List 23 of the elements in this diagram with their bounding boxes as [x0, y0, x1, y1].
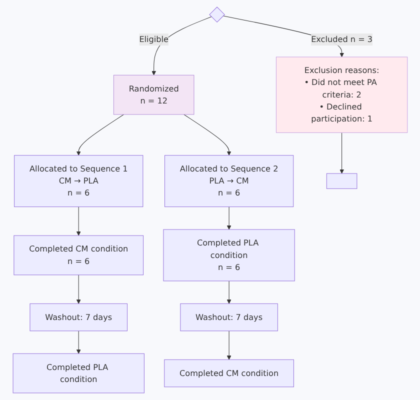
arrow	[76, 114, 124, 156]
arrow	[76, 330, 81, 354]
node-box: Randomized n = 12	[113, 74, 194, 115]
node-box: Completed CM condition n = 6	[13, 235, 144, 276]
node-box	[326, 173, 357, 189]
node-diamond	[208, 6, 225, 23]
node-box: Completed PLA condition	[12, 353, 144, 394]
node-box: Completed CM condition	[164, 359, 294, 388]
edge-label: Eligible	[138, 34, 168, 44]
node-box: Washout: 7 days	[180, 303, 278, 332]
arrow	[183, 114, 232, 156]
arrow	[339, 132, 344, 174]
arrow	[76, 274, 81, 304]
node-box: Allocated to Sequence 2 PLA → CM n = 6	[164, 155, 294, 208]
edge-label: Excluded n = 3	[310, 34, 372, 44]
node-box: Washout: 7 days	[30, 303, 128, 332]
arrow	[226, 280, 232, 304]
arrow	[226, 330, 232, 360]
node-box: Completed PLA condition n = 6	[163, 229, 295, 282]
node-box: Allocated to Sequence 1 CM → PLA n = 6	[14, 155, 143, 208]
arrow	[226, 206, 232, 230]
arrow	[76, 206, 81, 236]
node-box: Exclusion reasons: • Did not meet PA criteria: 2 • Declined participation: 1	[276, 56, 408, 133]
